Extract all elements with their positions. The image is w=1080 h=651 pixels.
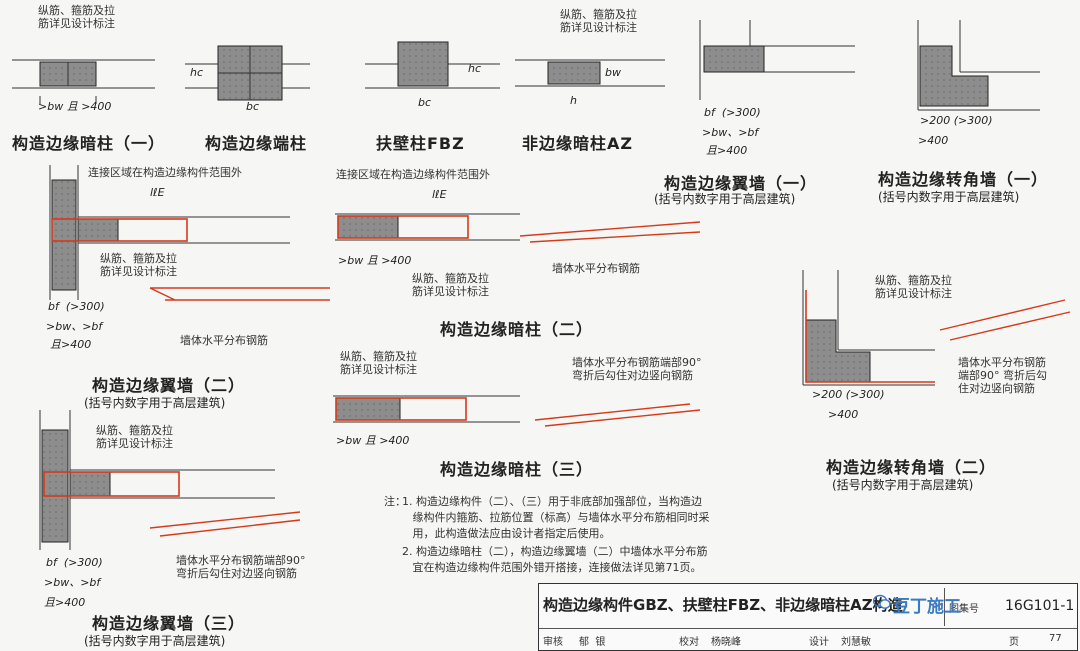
dim-bf-300-2: bf (>300) bbox=[48, 300, 105, 313]
dim-gt400-2: >400 bbox=[828, 408, 859, 421]
tb-check-label: 校对 bbox=[679, 637, 699, 648]
wall-rebar-label-2: 墙体水平分布钢筋 bbox=[180, 334, 268, 347]
detail-yiqiang-2 bbox=[49, 165, 330, 301]
tb-review-label: 审核 bbox=[543, 637, 563, 648]
dim-bw-400-3: >bw 且 >400 bbox=[336, 434, 410, 447]
dim-hc-1: hc bbox=[190, 66, 204, 79]
detail-yiqiang-1 bbox=[699, 20, 855, 100]
caption-yiqiang-2: 构造边缘翼墙（二） bbox=[92, 376, 246, 395]
dim-h: h bbox=[570, 94, 577, 107]
detail-duanzhu bbox=[185, 45, 310, 101]
tb-page-label: 页 bbox=[1009, 637, 1019, 648]
dim-bc: bc bbox=[246, 100, 260, 113]
dim-bw-bf-1: >bw、>bf bbox=[702, 126, 759, 139]
caption-yiqiang-2-sub: (括号内数字用于高层建筑) bbox=[84, 396, 226, 410]
rebar-note-3: 纵筋、箍筋及拉 筋详见设计标注 bbox=[100, 252, 177, 278]
rebar-note-6: 纵筋、箍筋及拉 筋详见设计标注 bbox=[875, 274, 952, 300]
detail-zhuanjiao-2 bbox=[802, 270, 1071, 386]
detail-az bbox=[515, 59, 665, 87]
dim-hc-2: hc bbox=[468, 62, 482, 75]
caption-yiqiang-3: 构造边缘翼墙（三） bbox=[92, 614, 246, 633]
notes-heading: 注： bbox=[384, 495, 406, 508]
dim-and400-2: 且>400 bbox=[50, 338, 92, 351]
caption-az: 非边缘暗柱AZ bbox=[522, 134, 633, 153]
tb-review-name: 郁 银 bbox=[579, 637, 606, 648]
connection-note-2: 连接区域在构造边缘构件范围外 bbox=[336, 168, 490, 181]
connection-note-1: 连接区域在构造边缘构件范围外 bbox=[88, 166, 242, 179]
detail-zhuanjiao-1 bbox=[917, 20, 1040, 111]
dim-bw-bf-2: >bw、>bf bbox=[46, 320, 103, 333]
dim-and400-3: 且>400 bbox=[44, 596, 86, 609]
dim-lle-2: lℓE bbox=[432, 188, 447, 201]
tb-page-number: 77 bbox=[1049, 633, 1062, 644]
detail-anzhu-3 bbox=[333, 395, 701, 427]
dim-gt400-1: >400 bbox=[918, 134, 949, 147]
wall-rebar-end-label-2: 墙体水平分布钢筋 端部90° 弯折后勾 住对边竖向钢筋 bbox=[958, 356, 1047, 395]
caption-anzhu-1: 构造边缘暗柱（一） bbox=[12, 134, 166, 153]
caption-zhuanjiao-2-sub: (括号内数字用于高层建筑) bbox=[832, 478, 974, 492]
caption-yiqiang-3-sub: (括号内数字用于高层建筑) bbox=[84, 634, 226, 648]
rebar-note-2: 纵筋、箍筋及拉 筋详见设计标注 bbox=[560, 8, 637, 34]
tb-design-label: 设计 bbox=[809, 637, 829, 648]
dim-bw-400-1: >bw 且 >400 bbox=[38, 100, 112, 113]
dim-lle-1: lℓE bbox=[150, 186, 165, 199]
wall-rebar-end-label-1: 墙体水平分布钢筋端部90° 弯折后勾住对边竖向钢筋 bbox=[572, 356, 702, 382]
caption-anzhu-3: 构造边缘暗柱（三） bbox=[440, 460, 594, 479]
wall-rebar-end-label-3: 墙体水平分布钢筋端部90° 弯折后勾住对边竖向钢筋 bbox=[176, 554, 306, 580]
signature-row: 审核 郁 银 校对 杨晓峰 设计 刘慧敏 页 77 bbox=[539, 628, 1077, 651]
rebar-note-1: 纵筋、箍筋及拉 筋详见设计标注 bbox=[38, 4, 115, 30]
caption-duanzhu: 构造边缘端柱 bbox=[205, 134, 308, 153]
dim-bf-300-3: bf (>300) bbox=[46, 556, 103, 569]
detail-anzhu-2 bbox=[335, 213, 701, 243]
detail-yiqiang-3 bbox=[39, 410, 301, 550]
dim-bc-2: bc bbox=[418, 96, 432, 109]
dim-bw-400-2: >bw 且 >400 bbox=[338, 254, 412, 267]
dim-bf-300-1: bf (>300) bbox=[704, 106, 761, 119]
tb-design-name: 刘慧敏 bbox=[841, 637, 871, 648]
detail-fubizhu bbox=[365, 41, 500, 89]
note-1: 1. 构造边缘构件（二）、（三）用于非底部加强部位，当构造边 缘构件内箍筋、拉筋… bbox=[402, 495, 710, 540]
wall-rebar-label-1: 墙体水平分布钢筋 bbox=[552, 262, 640, 275]
dim-and400-1: 且>400 bbox=[706, 144, 748, 157]
caption-anzhu-2: 构造边缘暗柱（二） bbox=[440, 320, 594, 339]
dim-bf-200-1: >200 (>300) bbox=[920, 114, 993, 127]
caption-yiqiang-1-sub: (括号内数字用于高层建筑) bbox=[654, 192, 796, 206]
caption-zhuanjiao-1-sub: (括号内数字用于高层建筑) bbox=[878, 190, 1020, 204]
atlas-label: 图集号 bbox=[949, 604, 979, 615]
dim-bf-200-2: >200 (>300) bbox=[812, 388, 885, 401]
title-block: 构造边缘构件GBZ、扶壁柱FBZ、非边缘暗柱AZ构造 图集号 16G101-1 … bbox=[538, 583, 1078, 651]
rebar-note-4: 纵筋、箍筋及拉 筋详见设计标注 bbox=[412, 272, 489, 298]
atlas-number: 16G101-1 bbox=[1005, 598, 1075, 614]
note-2: 2. 构造边缘暗柱（二），构造边缘翼墙（二）中墙体水平分布筋 宜在构造边缘构件范… bbox=[402, 545, 708, 574]
atlas-cell: 图集号 16G101-1 bbox=[944, 588, 1076, 626]
drawing-title: 构造边缘构件GBZ、扶壁柱FBZ、非边缘暗柱AZ构造 bbox=[543, 596, 903, 614]
detail-anzhu-1 bbox=[12, 59, 155, 104]
caption-yiqiang-1: 构造边缘翼墙（一） bbox=[664, 174, 818, 193]
tb-check-name: 杨晓峰 bbox=[711, 637, 741, 648]
dim-bw-1: bw bbox=[605, 66, 621, 79]
caption-fubizhu: 扶壁柱FBZ bbox=[376, 134, 465, 153]
caption-zhuanjiao-1: 构造边缘转角墙（一） bbox=[878, 170, 1049, 189]
caption-zhuanjiao-2: 构造边缘转角墙（二） bbox=[826, 458, 997, 477]
watermark-text: 豆丁施工 bbox=[893, 597, 961, 617]
rebar-note-5: 纵筋、箍筋及拉 筋详见设计标注 bbox=[340, 350, 417, 376]
rebar-note-7: 纵筋、箍筋及拉 筋详见设计标注 bbox=[96, 424, 173, 450]
wechat-icon bbox=[873, 594, 891, 609]
dim-bw-bf-3: >bw、>bf bbox=[44, 576, 101, 589]
